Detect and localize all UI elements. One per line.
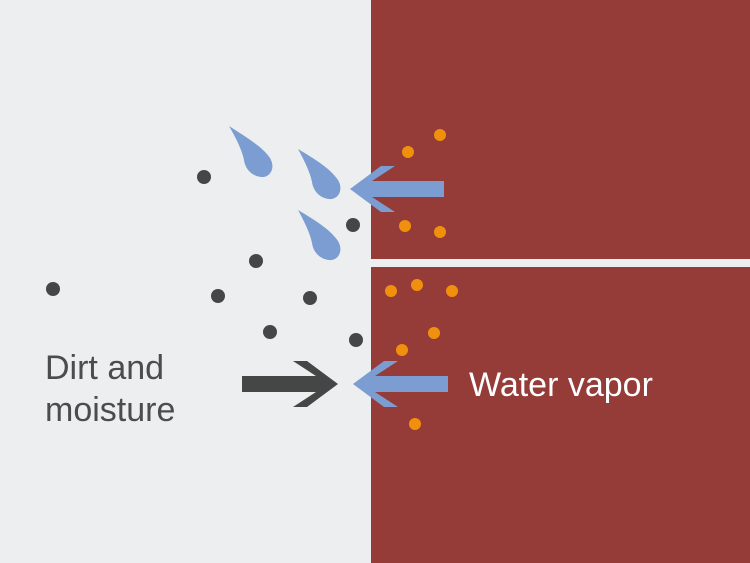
vapor-particle-icon (428, 327, 440, 339)
water-droplets (229, 126, 341, 261)
dirt-particle-icon (249, 254, 263, 268)
vapor-particle-icon (385, 285, 397, 297)
arrow-left-icon (353, 361, 448, 407)
dirt-particle-icon (197, 170, 211, 184)
vapor-particles (385, 129, 458, 430)
dirt-label-line-2: moisture (45, 391, 176, 429)
water-droplet-icon (298, 149, 341, 200)
dirt-particle-icon (46, 282, 60, 296)
water-vapor-label: Water vapor (469, 366, 653, 404)
vapor-particle-icon (409, 418, 421, 430)
vapor-particle-icon (396, 344, 408, 356)
vapor-particle-icon (402, 146, 414, 158)
dirt-particle-icon (211, 289, 225, 303)
dirt-and-moisture-label: Dirt and moisture (45, 347, 175, 431)
dirt-label-line-1: Dirt and (45, 349, 165, 387)
arrow-right-icon (242, 361, 338, 407)
dirt-particle-icon (346, 218, 360, 232)
wall-panel-lower (371, 267, 750, 563)
vapor-particle-icon (434, 226, 446, 238)
dirt-particle-icon (263, 325, 277, 339)
wall-joint (371, 259, 750, 267)
wall-panel-upper (371, 0, 750, 259)
water-droplet-icon (229, 126, 273, 178)
vapor-particle-icon (446, 285, 458, 297)
vapor-particle-icon (411, 279, 423, 291)
water-droplet-icon (298, 210, 341, 261)
dirt-particle-icon (349, 333, 363, 347)
vapor-particle-icon (399, 220, 411, 232)
dirt-particle-icon (303, 291, 317, 305)
dirt-particles (46, 170, 363, 347)
vapor-particle-icon (434, 129, 446, 141)
arrow-left-icon (350, 166, 444, 212)
